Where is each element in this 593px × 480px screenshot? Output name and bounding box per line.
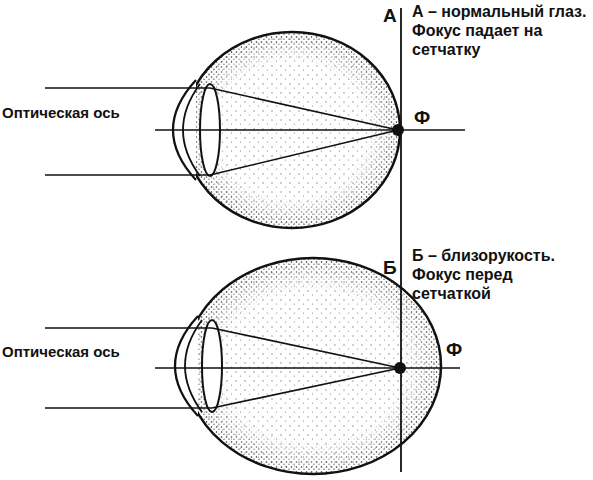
myopic-eye <box>45 258 460 474</box>
normal-eye <box>45 32 465 228</box>
retina-plane-line <box>400 8 402 472</box>
caption-note: Б – близорукость. Фокус перед сетчаткой <box>412 246 590 303</box>
focus-letter: Ф <box>446 338 462 361</box>
section-letter: А <box>383 4 397 27</box>
axis-label: Оптическая ось <box>2 104 120 122</box>
section-letter: Б <box>383 256 397 279</box>
focus-letter: Ф <box>414 106 430 129</box>
axis-label: Оптическая ось <box>2 343 120 361</box>
caption-note: А – нормальный глаз. Фокус падает на сет… <box>412 2 590 59</box>
